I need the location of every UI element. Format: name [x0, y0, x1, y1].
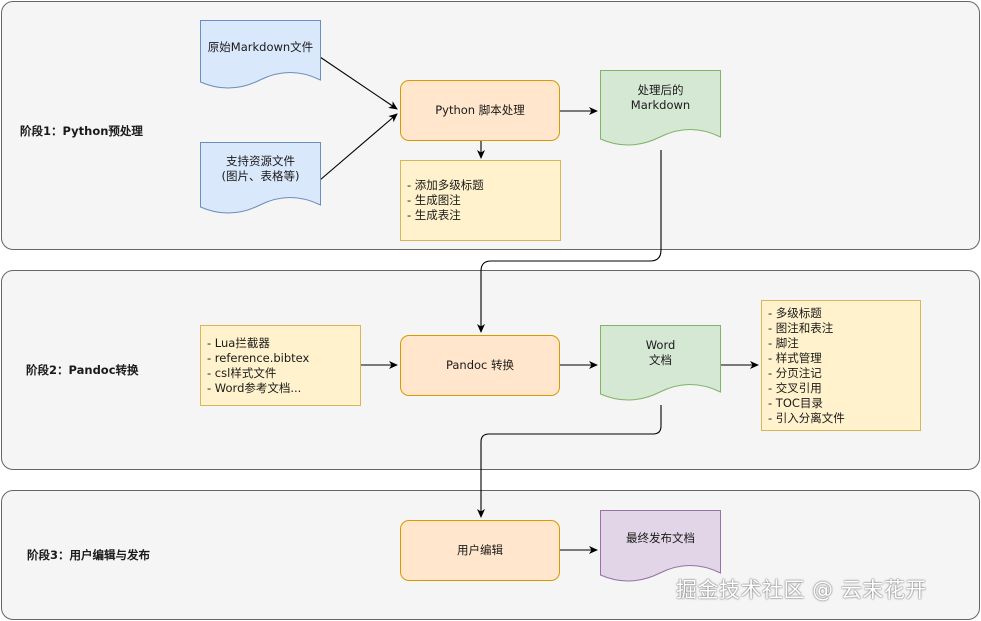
stage-3-title: 阶段3：用户编辑与发布: [27, 548, 151, 562]
word-doc-label: Word 文档: [645, 338, 676, 367]
python-process: Python 脚本处理: [400, 80, 560, 141]
final-doc: 最终发布文档: [600, 510, 721, 590]
assets-doc: 支持资源文件 (图片、表格等): [200, 142, 321, 220]
word-doc: Word 文档: [600, 325, 721, 407]
doc-shape-green-2: [600, 325, 721, 401]
python-tasks-note: - 添加多级标题 - 生成图注 - 生成表注: [400, 160, 561, 241]
markdown-source-doc: 原始Markdown文件: [200, 20, 321, 95]
watermark: 掘金技术社区 @ 云末花开: [676, 578, 927, 602]
final-doc-label: 最终发布文档: [626, 531, 695, 545]
pandoc-inputs-note: - Lua拦截器 - reference.bibtex - csl样式文件 - …: [200, 325, 361, 406]
markdown-source-label: 原始Markdown文件: [207, 40, 314, 54]
doc-shape-blue: [200, 20, 321, 89]
pandoc-process: Pandoc 转换: [400, 335, 560, 396]
processed-markdown-label: 处理后的 Markdown: [630, 83, 691, 112]
doc-shape-green: [600, 70, 721, 146]
assets-label: 支持资源文件 (图片、表格等): [221, 154, 300, 183]
doc-shape-blue-2: [200, 142, 321, 214]
doc-shape-purple: [600, 510, 721, 582]
stage-2-title: 阶段2：Pandoc转换: [26, 363, 139, 377]
user-edit-process: 用户编辑: [400, 520, 560, 581]
processed-markdown-doc: 处理后的 Markdown: [600, 70, 721, 152]
word-features-note: - 多级标题 - 图注和表注 - 脚注 - 样式管理 - 分页注记 - 交叉引用…: [761, 300, 921, 431]
stage-1-title: 阶段1：Python预处理: [20, 124, 143, 138]
